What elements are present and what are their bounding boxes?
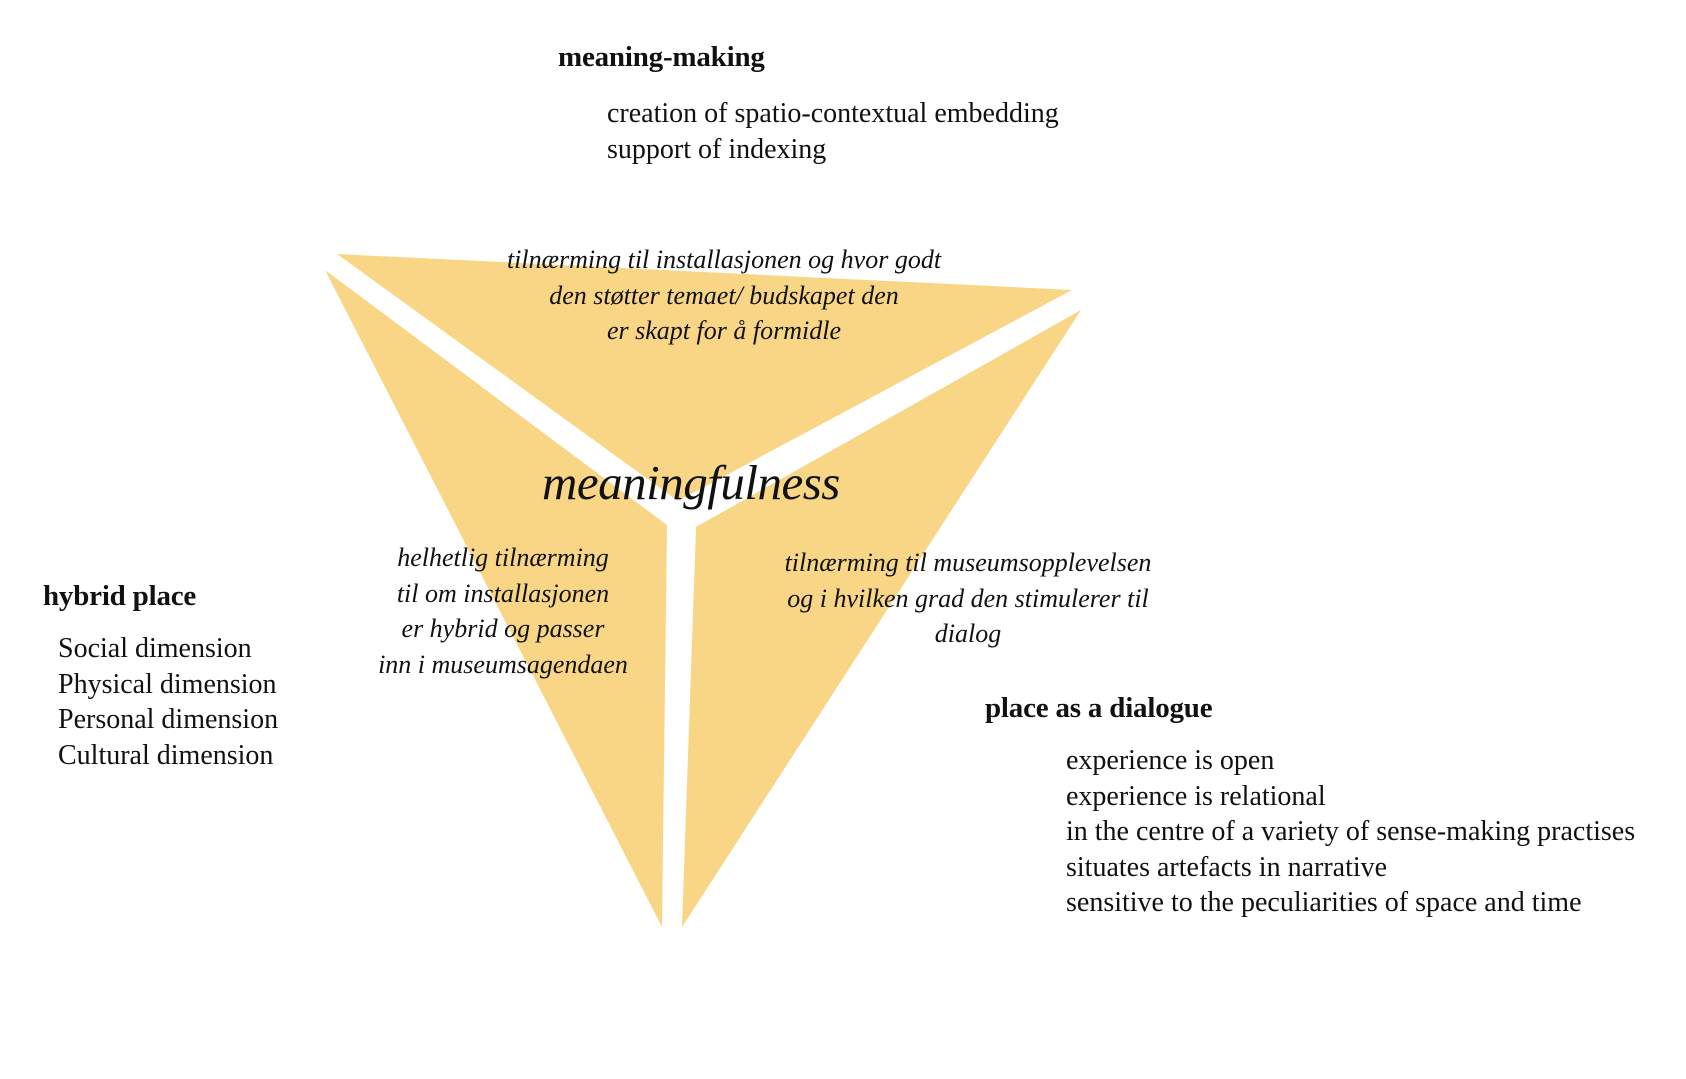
list-item: sensitive to the peculiarities of space … — [1066, 887, 1582, 918]
right-segment-line: dialog — [934, 619, 1002, 648]
triangle-segment-top — [337, 254, 1072, 501]
list-item: support of indexing — [607, 133, 827, 165]
left-segment-line: er hybrid og passer — [401, 614, 605, 643]
list-item: experience is open — [1066, 745, 1275, 776]
left-segment-line: inn i museumsagendaen — [378, 649, 628, 679]
place-as-dialogue-list: experience is open experience is relatio… — [1066, 743, 1635, 921]
list-item: Social dimension — [58, 633, 252, 664]
top-segment-text: tilnærming til installasjonen og hvor go… — [507, 242, 941, 349]
right-segment-text: tilnærming til museumsopplevelsen og i h… — [785, 545, 1152, 652]
list-item: in the centre of a variety of sense-maki… — [1066, 816, 1636, 847]
list-item: situates artefacts in narrative — [1066, 851, 1388, 883]
list-item: Personal dimension — [58, 704, 279, 735]
list-item: Cultural dimension — [58, 739, 274, 771]
place-as-dialogue-heading: place as a dialogue — [985, 692, 1213, 724]
center-label: meaningfulness — [542, 455, 840, 510]
left-segment-line: til om installasjonen — [396, 578, 610, 608]
list-item: Physical dimension — [58, 668, 277, 700]
triangle-segment-left — [325, 270, 667, 927]
hybrid-place-heading: hybrid place — [43, 580, 197, 612]
list-item: creation of spatio-contextual embedding — [607, 98, 1059, 129]
triangle-segment-right — [682, 310, 1081, 927]
right-segment-line: og i hvilken grad den stimulerer til — [787, 583, 1149, 613]
left-segment-text: helhetlig tilnærming til om installasjon… — [378, 540, 628, 682]
top-segment-line: er skapt for å formidle — [606, 316, 841, 345]
top-segment-line: tilnærming til installasjonen og hvor go… — [506, 245, 942, 274]
meaning-making-heading: meaning-making — [558, 41, 765, 73]
hybrid-place-list: Social dimension Physical dimension Pers… — [58, 631, 278, 773]
meaning-making-list: creation of spatio-contextual embedding … — [607, 96, 1059, 167]
right-segment-line: tilnærming til museumsopplevelsen — [784, 548, 1152, 577]
left-segment-line: helhetlig tilnærming — [397, 543, 609, 572]
list-item: experience is relational — [1066, 780, 1326, 812]
top-segment-line: den støtter temaet/ budskapet den — [549, 280, 899, 310]
